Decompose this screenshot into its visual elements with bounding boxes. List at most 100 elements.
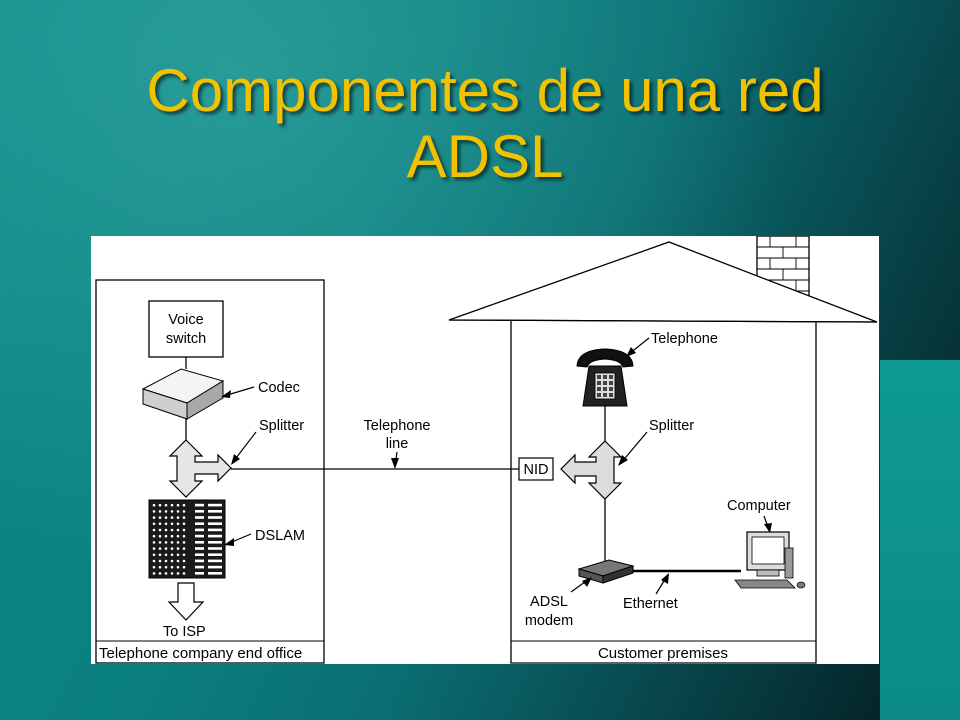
to-isp-label: To ISP [163, 624, 206, 640]
dslam-port-led [152, 528, 156, 532]
keypad-key [597, 375, 601, 379]
dslam-port-led [182, 553, 186, 557]
dslam-port-led [152, 553, 156, 557]
house-walls [510, 321, 817, 664]
dslam-slot-label [195, 553, 204, 556]
dslam-port-led [158, 547, 162, 550]
slide-title: Componentes de una red ADSL [120, 58, 850, 190]
end-office-box [95, 279, 325, 664]
telephone-line-label-2: line [386, 436, 409, 452]
dslam-port-led [158, 503, 162, 507]
telephone-line-pointer-head [391, 458, 399, 469]
dslam-port-led [158, 510, 162, 513]
dslam-slot-label [195, 528, 204, 532]
dslam-slot-label [195, 522, 204, 525]
dslam-slot-label [195, 510, 204, 513]
dslam-port-led [182, 572, 186, 575]
voice-switch-label-1: Voice [168, 312, 203, 328]
computer-pointer-head [764, 523, 772, 533]
dslam-port-led [152, 547, 156, 550]
dslam-port-led [182, 534, 186, 538]
to-isp-arrow [167, 582, 205, 621]
dslam-port-led [182, 503, 186, 507]
dslam-port-led [158, 565, 162, 569]
keypad-key [603, 387, 607, 391]
dslam-port-led [182, 547, 186, 550]
dslam-pointer-head [224, 538, 234, 546]
dslam-slot-label [195, 572, 204, 575]
dslam-slot-bar [208, 534, 222, 538]
codec-device [141, 368, 225, 420]
nid-box [518, 457, 554, 481]
dslam-port-led [176, 559, 180, 563]
dslam-port-led [182, 522, 186, 526]
dslam-port-led [164, 516, 168, 519]
computer-label: Computer [727, 498, 791, 514]
keypad-key [609, 387, 613, 391]
keypad-key [603, 393, 607, 397]
dslam-port-led [176, 528, 180, 532]
dslam-port-led [176, 553, 180, 557]
dslam-port-led [158, 559, 162, 563]
dslam-port-led [152, 503, 156, 507]
dslam-port-led [158, 516, 162, 519]
voice-switch-box [148, 300, 224, 358]
dslam-port-led [176, 547, 180, 550]
dslam-slot-bar [208, 572, 222, 575]
dslam-port-led [152, 522, 156, 526]
telephone-line-label-1: Telephone [364, 418, 431, 434]
dslam-port-led [164, 534, 168, 538]
customer-splitter-pointer-head [618, 455, 628, 466]
dslam-port-led [152, 559, 156, 563]
dslam-port-led [170, 522, 174, 526]
dslam-port-led [176, 522, 180, 526]
codec-label: Codec [258, 380, 300, 396]
dslam-slot-label [195, 559, 204, 563]
keypad-key [609, 381, 613, 385]
customer-splitter [560, 440, 623, 500]
dslam-port-led [158, 528, 162, 532]
dslam-port-led [170, 572, 174, 575]
keypad-key [603, 381, 607, 385]
customer-caption: Customer premises [598, 645, 728, 662]
keypad-key [597, 387, 601, 391]
dslam-port-led [164, 522, 168, 526]
dslam-slot-bar [208, 522, 222, 525]
dslam-slot-bar [208, 510, 222, 513]
dslam-slot-bar [208, 559, 222, 563]
nid-label: NID [524, 462, 549, 478]
dslam-port-led [164, 510, 168, 513]
adsl-modem-label-2: modem [525, 613, 573, 629]
dslam-port-led [164, 565, 168, 569]
dslam-port-led [170, 503, 174, 507]
dslam-port-led [182, 516, 186, 519]
dslam-port-led [158, 572, 162, 575]
dslam-port-led [170, 559, 174, 563]
background-accent [880, 360, 960, 720]
adsl-modem [577, 559, 635, 584]
telephone-pointer-head [626, 347, 636, 357]
dslam-port-led [170, 553, 174, 557]
telephone-label: Telephone [651, 331, 718, 347]
keypad-key [609, 393, 613, 397]
dslam-slot-label [195, 534, 204, 538]
dslam-port-led [152, 565, 156, 569]
dslam-slot-bar [208, 516, 222, 519]
dslam-slot-bar [208, 565, 222, 569]
dslam-port-led [164, 553, 168, 557]
dslam-port-led [170, 516, 174, 519]
dslam-port-led [170, 547, 174, 550]
dslam-port-led [164, 503, 168, 507]
dslam-port-led [164, 541, 168, 544]
telephone-handset [576, 348, 634, 407]
dslam-port-led [182, 528, 186, 532]
ethernet-label: Ethernet [623, 596, 678, 612]
dslam-rack [148, 499, 226, 579]
dslam-port-led [182, 510, 186, 513]
dslam-port-led [170, 510, 174, 513]
dslam-slot-label [195, 541, 204, 544]
dslam-port-led [182, 559, 186, 563]
dslam-port-led [158, 541, 162, 544]
dslam-port-led [164, 528, 168, 532]
dslam-slot-bar [208, 547, 222, 550]
